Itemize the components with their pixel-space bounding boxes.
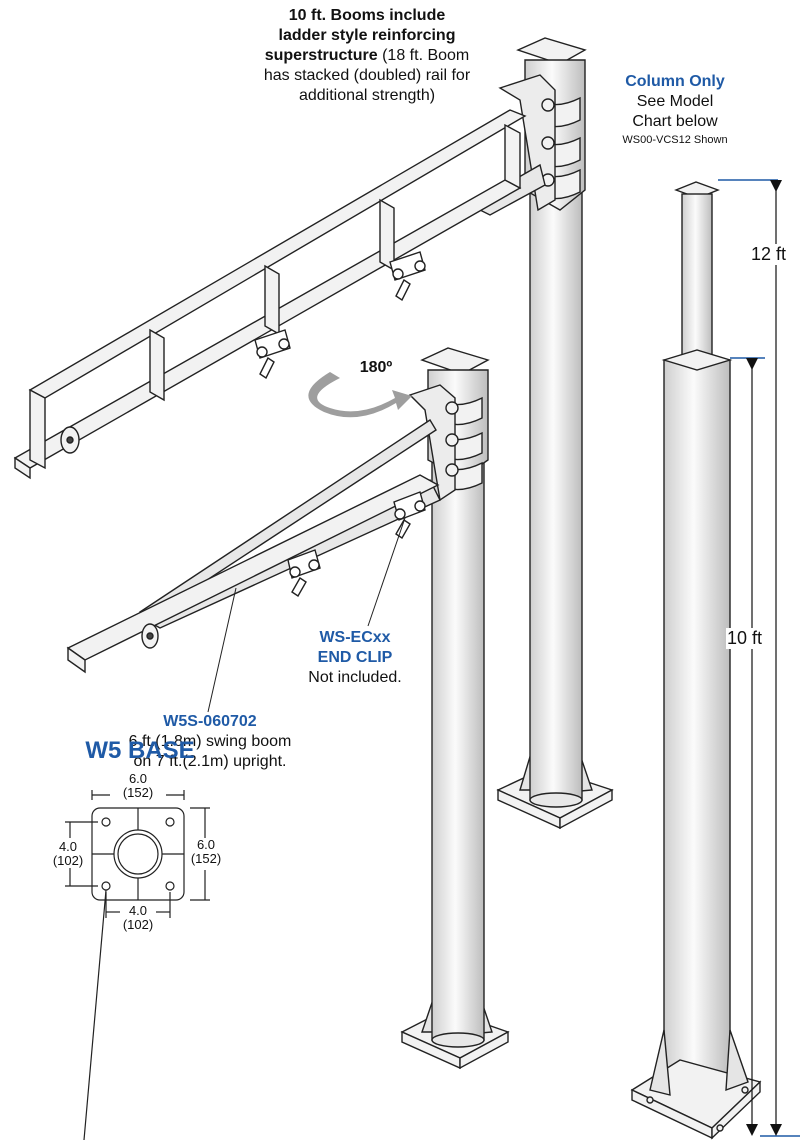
small-jib-crane xyxy=(66,347,510,1070)
note-line-2: ladder style reinforcing xyxy=(278,27,456,44)
base-top-width-mm: (152) xyxy=(122,784,154,800)
swing-boom-line-1: 6 ft.(1.8m) swing boom xyxy=(128,733,292,750)
note-line-1: 10 ft. Booms include xyxy=(288,7,446,24)
rotation-arrow-icon xyxy=(308,372,412,418)
base-right-height: 6.0 (152) xyxy=(186,838,226,865)
column-only-line-2: See Model xyxy=(636,93,714,110)
swing-boom-model: W5S-060702 xyxy=(163,713,257,730)
base-right-height-mm: (152) xyxy=(190,850,222,866)
swing-boom-label: W5S-060702 6 ft.(1.8m) swing boom on 7 f… xyxy=(90,712,330,772)
note-line-3-rest: (18 ft. Boom xyxy=(377,47,470,64)
standalone-column xyxy=(630,181,762,1140)
end-clip-label: WS-ECxx END CLIP Not included. xyxy=(280,628,430,688)
large-jib-crane xyxy=(13,37,614,830)
base-right-height-in: 6.0 xyxy=(196,837,216,852)
note-bold-term: superstructure xyxy=(264,47,378,64)
base-left-spacing-in: 4.0 xyxy=(58,839,78,854)
base-top-width-in: 6.0 xyxy=(128,771,148,786)
column-only-title: Column Only xyxy=(625,73,725,90)
base-left-spacing: 4.0 (102) xyxy=(46,840,90,867)
column-only-label: Column Only See Model Chart below WS00-V… xyxy=(600,72,750,148)
note-line-3: superstructure (18 ft. Boom xyxy=(222,46,512,66)
base-bottom-spacing-in: 4.0 xyxy=(128,903,148,918)
base-plate-plan xyxy=(65,790,210,1140)
rotation-label: 180º xyxy=(359,359,393,376)
height-label-12ft: 12 ft xyxy=(750,244,788,265)
boom-reinforcement-note: 10 ft. Booms include ladder style reinfo… xyxy=(222,6,512,106)
swing-boom-leader xyxy=(207,587,237,713)
column-only-line-3: Chart below xyxy=(632,113,718,130)
base-bottom-spacing: 4.0 (102) xyxy=(110,904,166,931)
height-arrows xyxy=(746,180,782,1136)
note-line-4: has stacked (doubled) rail for xyxy=(263,67,471,84)
swing-boom-line-2: on 7 ft.(2.1m) upright. xyxy=(133,753,287,770)
end-clip-note: Not included. xyxy=(308,669,402,686)
base-bottom-spacing-mm: (102) xyxy=(122,916,154,932)
end-clip-title: END CLIP xyxy=(317,649,393,666)
base-left-spacing-mm: (102) xyxy=(52,852,84,868)
note-line-5: additional strength) xyxy=(298,87,436,104)
end-clip-model: WS-ECxx xyxy=(319,629,391,646)
end-clip-leader xyxy=(367,517,406,627)
base-title: W5 BASE xyxy=(85,737,195,764)
height-label-10ft: 10 ft xyxy=(726,628,764,649)
column-only-caption: WS00-VCS12 Shown xyxy=(622,134,728,146)
base-top-width: 6.0 (152) xyxy=(108,772,168,799)
